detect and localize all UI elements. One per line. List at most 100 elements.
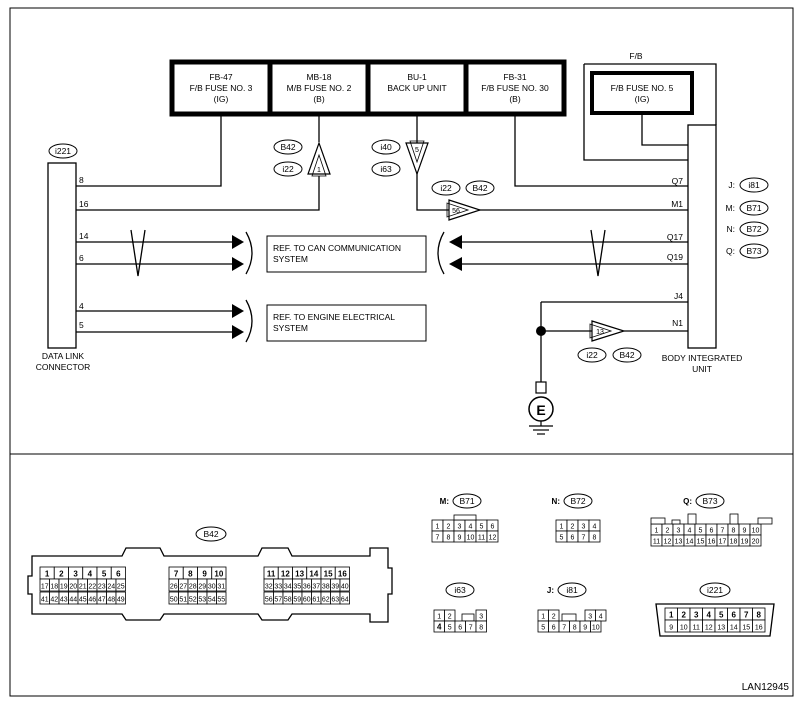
svg-text:FB-47: FB-47: [209, 72, 232, 82]
i63-cell: [475, 620, 487, 633]
b42-pin-label: 27: [179, 584, 187, 591]
i63-pin-label: 6: [458, 625, 462, 632]
b71-cell: [486, 530, 499, 543]
b73-pin-label: 4: [688, 528, 692, 535]
figure-id: LAN12945: [742, 682, 790, 693]
b42-pin-label: 5: [102, 570, 107, 579]
svg-text:8: 8: [79, 175, 84, 185]
svg-text:B71: B71: [459, 496, 474, 506]
b42-pin-label: 11: [267, 570, 276, 579]
b42-pin-label: 36: [303, 584, 311, 591]
i81-cell: [561, 613, 577, 622]
svg-text:E: E: [536, 402, 545, 418]
b73-pin-label: 11: [653, 539, 660, 546]
svg-text:M/B FUSE NO. 2: M/B FUSE NO. 2: [287, 83, 352, 93]
i63-cell: [461, 613, 475, 622]
svg-text:F/B FUSE NO. 30: F/B FUSE NO. 30: [481, 83, 549, 93]
i221-pin-label: 12: [705, 625, 713, 632]
joint-b42-i22-pin1: B42 i22 1: [273, 139, 331, 177]
svg-text:BACK UP UNIT: BACK UP UNIT: [387, 83, 446, 93]
svg-text:i221: i221: [707, 585, 723, 595]
b42-pin-label: 57: [274, 597, 282, 604]
svg-text:i22: i22: [282, 164, 294, 174]
b42-pin-label: 34: [284, 584, 292, 591]
b42-pin-label: 43: [60, 597, 68, 604]
svg-text:B73: B73: [746, 246, 761, 256]
b42-pin-label: 62: [322, 597, 330, 604]
svg-text:5: 5: [79, 320, 84, 330]
b42-pin-label: 39: [331, 584, 339, 591]
i81-pin-label: 8: [573, 625, 577, 632]
b42-pin-label: 38: [322, 584, 330, 591]
b42-cell: [339, 591, 350, 605]
b42-pin-label: 54: [208, 597, 216, 604]
ref-can-communication: REF. TO CAN COMMUNICATION SYSTEM: [266, 235, 427, 273]
b42-pin-label: 51: [179, 597, 187, 604]
b73-pin-label: 3: [677, 528, 681, 535]
ground-symbol: E: [528, 326, 554, 435]
b42-pin-label: 61: [312, 597, 320, 604]
b42-pin-label: 58: [284, 597, 292, 604]
fb-fuse5-block: F/B F/B FUSE NO. 5 (IG): [583, 51, 717, 161]
b72-pin-label: 5: [560, 535, 564, 542]
b71-pin-label: 1: [436, 524, 440, 531]
b73-pin-label: 2: [666, 528, 670, 535]
i221-pin-label: 2: [682, 611, 687, 620]
b73-latch: [650, 517, 666, 525]
b42-pin-label: 9: [202, 570, 207, 579]
b42-pin-label: 12: [281, 570, 290, 579]
svg-text:REF. TO ENGINE ELECTRICAL: REF. TO ENGINE ELECTRICAL: [273, 312, 395, 322]
i221-pin-label: 16: [755, 625, 763, 632]
svg-text:Q17: Q17: [667, 232, 683, 242]
b71-pin-label: 11: [478, 535, 485, 542]
svg-text:REF. TO CAN COMMUNICATION: REF. TO CAN COMMUNICATION: [273, 243, 401, 253]
joint-i22-b42-pin13: 13 i22 B42: [577, 320, 642, 363]
b72-pin-label: 2: [571, 524, 575, 531]
svg-text:i40: i40: [380, 142, 392, 152]
b42-cell: [216, 591, 227, 605]
b42-pin-label: 63: [331, 597, 339, 604]
i81-pin-label: 4: [599, 614, 603, 621]
b71-pin-label: 9: [458, 535, 462, 542]
signal-arrows: [232, 231, 462, 343]
svg-text:MB-18: MB-18: [306, 72, 331, 82]
b73-latch: [671, 519, 681, 525]
svg-text:(B): (B): [509, 94, 521, 104]
b73-pin-label: 16: [708, 539, 716, 546]
b73-pin-label: 8: [732, 528, 736, 535]
i221-pin-label: 1: [669, 611, 674, 620]
b42-pin-label: 24: [107, 584, 115, 591]
svg-text:i81: i81: [566, 585, 578, 595]
b42-pin-label: 37: [312, 584, 320, 591]
b42-pin-label: 29: [198, 584, 206, 591]
b42-pin-label: 64: [341, 597, 349, 604]
b73-pin-label: 17: [719, 539, 727, 546]
b72-pin-label: 6: [571, 535, 575, 542]
b42-pin-label: 33: [274, 584, 282, 591]
i81-pin-label: 2: [552, 614, 556, 621]
b42-pin-label: 3: [73, 570, 78, 579]
b42-pin-label: 14: [309, 570, 318, 579]
svg-text:(IG): (IG): [635, 94, 650, 104]
b42-pin-label: 30: [208, 584, 216, 591]
i221-pin-label: 11: [693, 625, 700, 632]
i221-pin-label: 8: [757, 611, 762, 620]
b73-latch: [729, 513, 739, 525]
svg-text:UNIT: UNIT: [692, 364, 712, 374]
svg-text:CONNECTOR: CONNECTOR: [36, 362, 91, 372]
svg-text:B71: B71: [746, 203, 761, 213]
b42-pin-label: 17: [41, 584, 49, 591]
b42-pin-label: 1: [45, 570, 50, 579]
b73-pin-label: 6: [710, 528, 714, 535]
b42-pin-label: 13: [295, 570, 304, 579]
b73-cell: [749, 534, 762, 547]
svg-text:SYSTEM: SYSTEM: [273, 254, 308, 264]
i81-pin-label: 1: [541, 614, 545, 621]
svg-text:4: 4: [79, 301, 84, 311]
svg-text:B72: B72: [746, 224, 761, 234]
outer-frame: [9, 7, 794, 697]
